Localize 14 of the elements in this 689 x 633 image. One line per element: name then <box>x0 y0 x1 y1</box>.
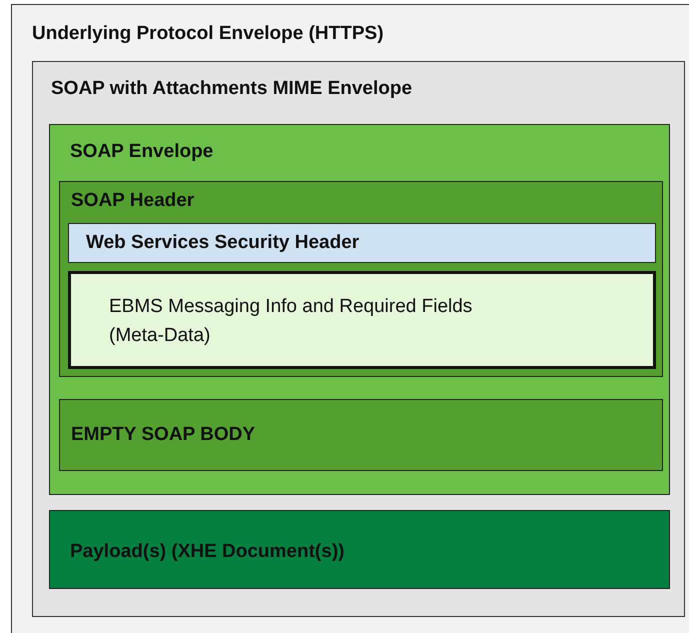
metadata-box <box>68 271 656 369</box>
box-title: EMPTY SOAP BODY <box>71 424 256 447</box>
box-title: Underlying Protocol Envelope (HTTPS) <box>32 23 384 46</box>
box-title: Payload(s) (XHE Document(s)) <box>70 541 344 564</box>
box-title: SOAP Envelope <box>70 141 214 164</box>
soap-envelope-panel <box>49 124 670 495</box>
box-title: EBMS Messaging Info and Required Fields (Meta-Data) <box>109 295 474 348</box>
box-title: Web Services Security Header <box>86 232 360 255</box>
security-header-box <box>68 223 656 263</box>
box-title: SOAP Header <box>71 190 194 213</box>
box-title: SOAP with Attachments MIME Envelope <box>51 78 412 101</box>
payload-box <box>49 510 670 589</box>
soap-body-box <box>59 399 663 471</box>
soap-header-panel <box>59 181 663 377</box>
